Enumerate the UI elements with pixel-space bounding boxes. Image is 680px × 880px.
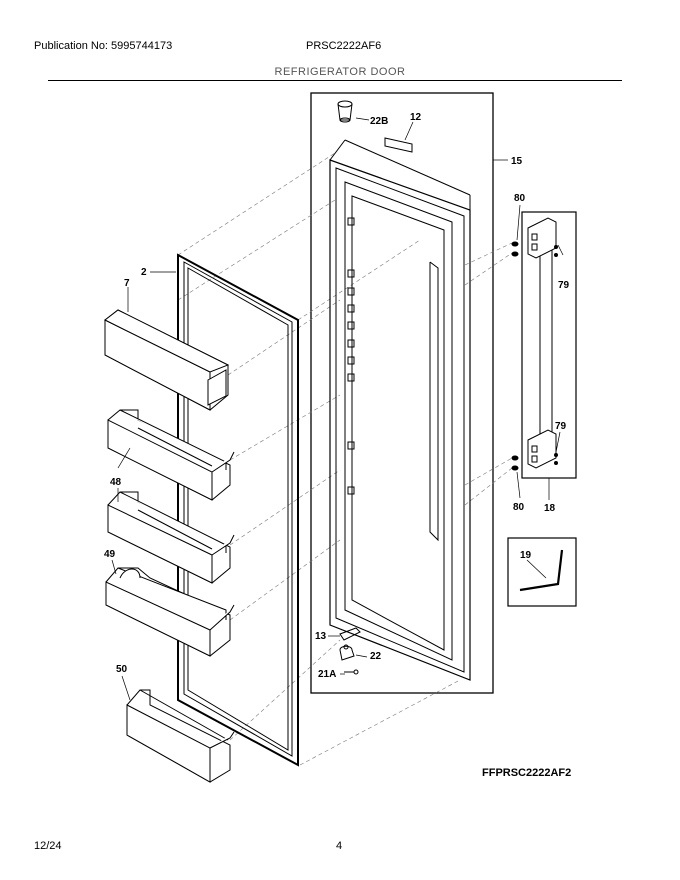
model-number: PRSC2222AF6 (306, 40, 382, 52)
callout-12: 12 (410, 112, 422, 123)
publication-number: Publication No: 5995744173 (34, 40, 173, 52)
callout-80-top: 80 (514, 193, 526, 204)
callout-21a: 21A (318, 669, 336, 680)
callout-50: 50 (116, 664, 128, 675)
callout-19: 19 (520, 550, 532, 561)
bin-7 (104, 287, 230, 411)
callout-13: 13 (315, 631, 327, 642)
header-rule (48, 80, 622, 81)
callout-79-bottom: 79 (555, 421, 567, 432)
projection-lines (177, 152, 513, 766)
bin-49 (105, 567, 235, 657)
bin-upper (107, 409, 235, 501)
callout-7: 7 (124, 278, 130, 289)
hinge-bushing-22b (337, 100, 353, 123)
callout-15: 15 (511, 156, 523, 167)
door-assembly-box (310, 92, 494, 694)
lower-hinge-parts (328, 627, 368, 675)
allen-wrench (519, 549, 564, 592)
cap-12 (384, 137, 413, 153)
set-screws-79 (554, 245, 558, 465)
page-number: 4 (336, 840, 343, 852)
section-title: REFRIGERATOR DOOR (274, 66, 406, 78)
bin-50 (126, 689, 235, 783)
callout-labels: 22B 12 15 80 79 2 7 48 49 50 19 13 22 21… (104, 112, 570, 680)
callout-49: 49 (104, 549, 116, 560)
callout-22b: 22B (370, 116, 388, 127)
callout-2: 2 (141, 267, 147, 278)
refrigerator-door (329, 139, 471, 681)
door-gasket (150, 253, 299, 767)
door-handle (527, 217, 564, 500)
callout-22: 22 (370, 651, 382, 662)
callout-18: 18 (544, 503, 556, 514)
handle-screws-80 (511, 241, 519, 471)
footer-date: 12/24 (34, 840, 62, 852)
bin-48 (107, 491, 235, 584)
callout-79-top: 79 (558, 280, 570, 291)
callout-80-bottom: 80 (513, 502, 525, 513)
shelf-clips (347, 217, 355, 495)
allen-wrench-box (507, 537, 577, 607)
figure-code: FFPRSC2222AF2 (482, 767, 572, 779)
callout-48: 48 (110, 477, 122, 488)
